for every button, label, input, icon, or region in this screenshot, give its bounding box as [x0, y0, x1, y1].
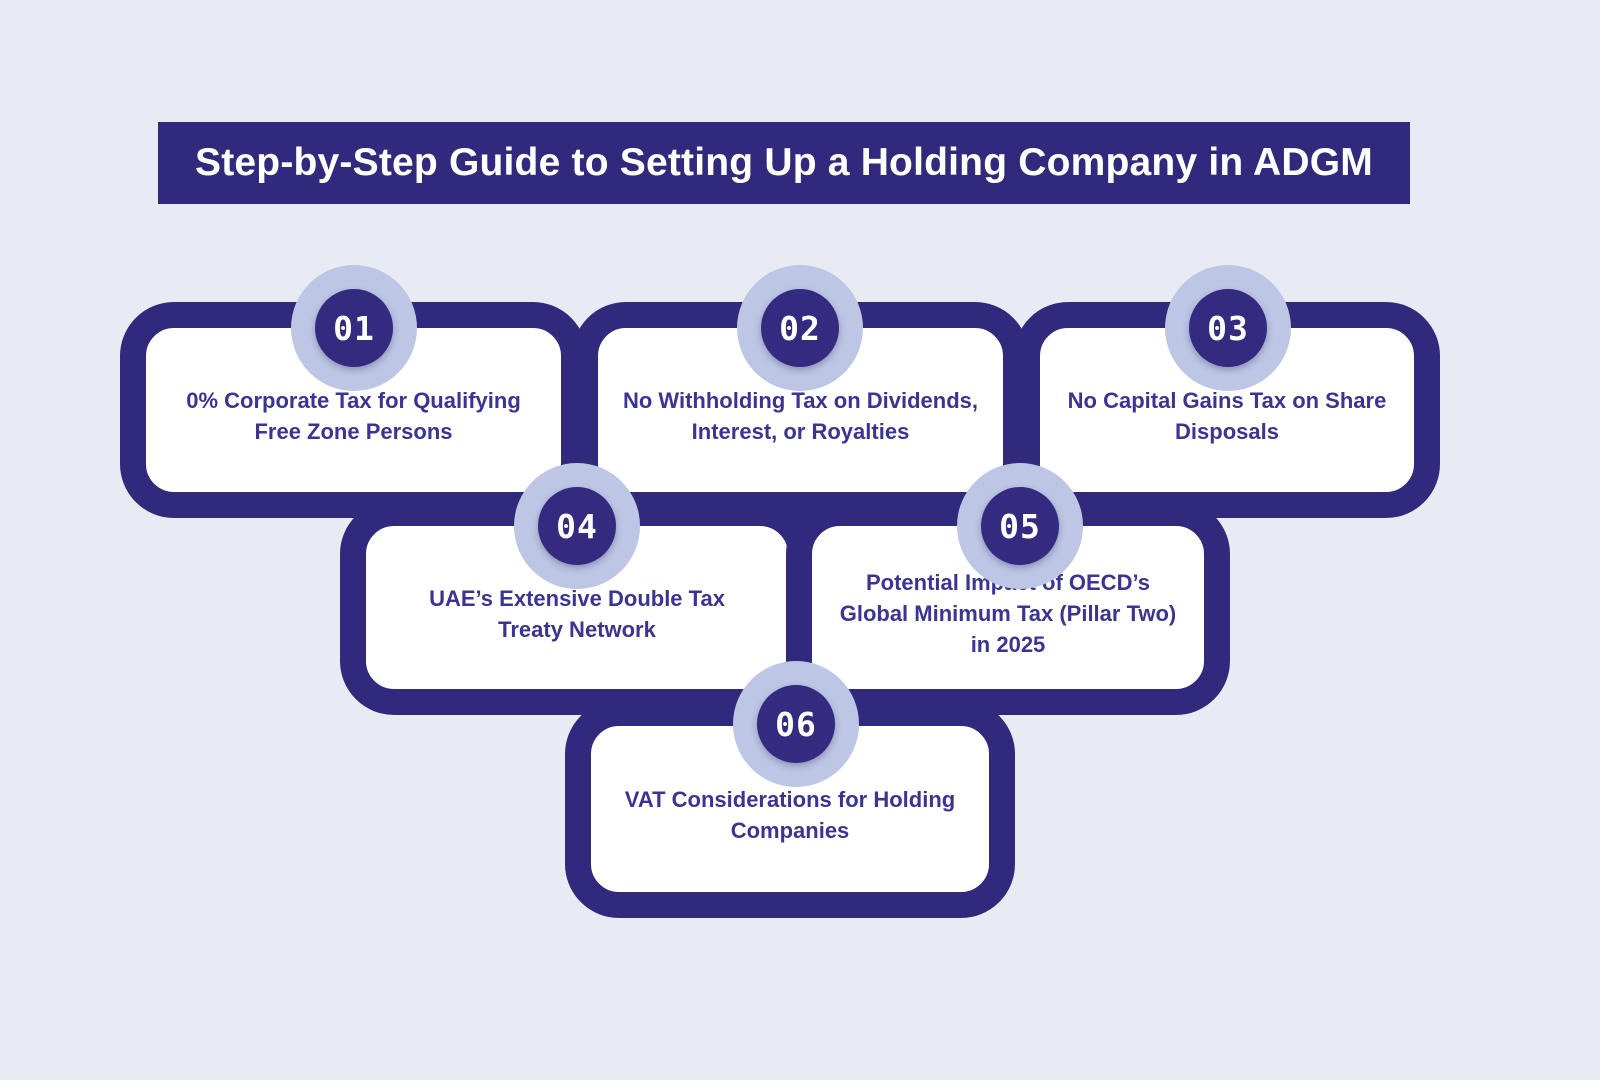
step-badge-5: 05: [957, 463, 1083, 589]
step-badge-2: 02: [737, 265, 863, 391]
step-2-label: No Withholding Tax on Dividends, Interes…: [622, 388, 979, 444]
step-2-number: 02: [779, 308, 821, 348]
step-6-label: VAT Considerations for Holding Companies: [624, 787, 956, 843]
badge-circle-icon: 02: [761, 289, 839, 367]
step-badge-3: 03: [1165, 265, 1291, 391]
step-3-label: No Capital Gains Tax on Share Disposals: [1067, 388, 1387, 444]
step-badge-6: 06: [733, 661, 859, 787]
step-6-number: 06: [775, 704, 817, 744]
step-3-number: 03: [1207, 308, 1249, 348]
badge-circle-icon: 01: [315, 289, 393, 367]
step-badge-1: 01: [291, 265, 417, 391]
badge-circle-icon: 04: [538, 487, 616, 565]
step-5-number: 05: [999, 506, 1041, 546]
step-1-number: 01: [333, 308, 375, 348]
step-4-label: UAE’s Extensive Double Tax Treaty Networ…: [429, 585, 725, 642]
badge-circle-icon: 03: [1189, 289, 1267, 367]
badge-circle-icon: 05: [981, 487, 1059, 565]
step-1-label: 0% Corporate Tax for Qualifying Free Zon…: [186, 388, 521, 444]
step-badge-4: 04: [514, 463, 640, 589]
badge-circle-icon: 06: [757, 685, 835, 763]
step-4-number: 04: [556, 506, 598, 546]
step-5-label: Potential Impact of OECD’s Global Minimu…: [839, 570, 1177, 657]
page-title: Step-by-Step Guide to Setting Up a Holdi…: [195, 141, 1373, 184]
title-banner: Step-by-Step Guide to Setting Up a Holdi…: [158, 122, 1410, 204]
